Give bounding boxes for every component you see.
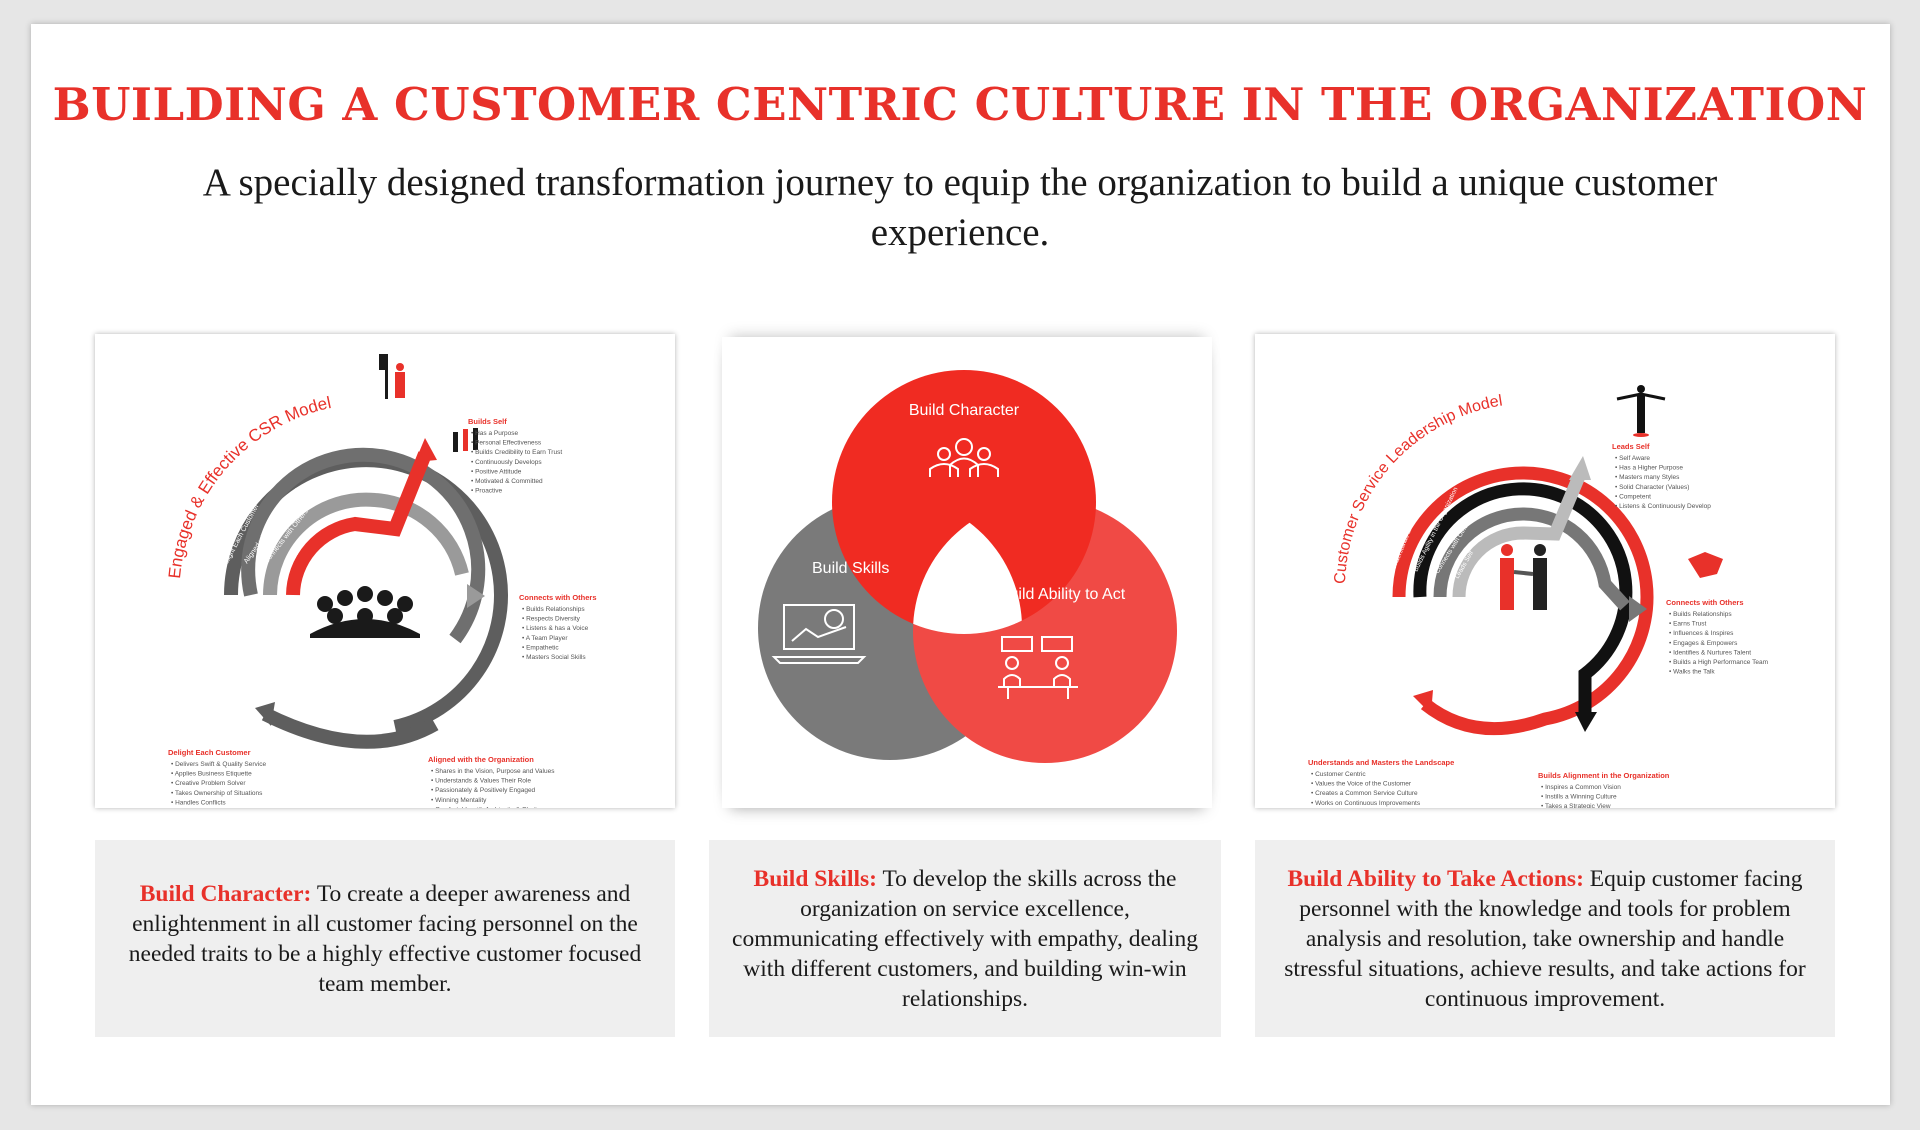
leadership-model-svg: Customer Service Leadership Model Unders…: [1308, 385, 1768, 839]
laptop-analytics-icon: [771, 604, 867, 664]
section-list-item: • Positive Attitude: [471, 468, 522, 475]
arc-connects: [263, 492, 469, 596]
venn-diagram: Build Character Build Skills Build Abili…: [722, 337, 1212, 808]
venn-label-character: Build Character: [909, 402, 1020, 419]
description-build-skills: Build Skills: To develop the skills acro…: [709, 840, 1221, 1037]
leader-arms-open-icon: [1616, 385, 1666, 437]
arrow-head-icon: [1413, 690, 1433, 714]
section-heading: Builds Self: [468, 417, 507, 426]
section-heading: Connects with Others: [1666, 598, 1744, 607]
description-heading: Build Character:: [139, 880, 312, 907]
section-list-item: • Builds a High Performance Team: [1669, 659, 1768, 666]
arrow-head-icon: [467, 584, 485, 608]
section-list-item: • Handles Conflicts: [171, 799, 226, 806]
venn-label-skills: Build Skills: [812, 560, 889, 577]
section-list-item: • Continuously Develops: [471, 459, 542, 466]
section-list-item: • Customer Centric: [1311, 771, 1366, 778]
leadership-model-diagram: Customer Service Leadership Model Unders…: [1255, 334, 1835, 839]
section-list-item: • Builds Relationships: [1669, 611, 1732, 618]
meeting-icon: [998, 636, 1078, 699]
section-list-item: • Walks the Talk: [1669, 669, 1715, 676]
section-list-item: • Builds Relationships: [522, 606, 585, 613]
section-list-item: • Shares in the Vision, Purpose and Valu…: [431, 768, 555, 775]
section-list-item: • Empathetic: [522, 644, 559, 651]
description-heading: Build Skills:: [753, 865, 877, 892]
circle-build-character: [832, 370, 1096, 634]
section-list-item: • Creates a Common Service Culture: [1311, 790, 1418, 797]
arc-leads-self: [1452, 471, 1586, 598]
section-heading: Leads Self: [1612, 442, 1650, 451]
section-list-item: • Takes a Strategic View: [1541, 803, 1611, 808]
section-list-item: • Influences & Inspires: [1669, 630, 1734, 637]
description-build-character: Build Character: To create a deeper awar…: [95, 840, 675, 1037]
section-list-item: • Values the Voice of the Customer: [1311, 781, 1412, 788]
section-list-item: • Comfortable with Ambiguity & Clarity: [431, 806, 541, 808]
page-subtitle: A specially designed transformation jour…: [202, 161, 1718, 254]
group-people-icon: [310, 586, 420, 638]
csr-model-diagram: Engaged & Effective CSR Model Delight Ea…: [95, 334, 675, 833]
network-people-icon: [453, 428, 478, 452]
section-list-item: • Inspires a Common Vision: [1541, 784, 1621, 791]
section-heading: Connects with Others: [519, 593, 597, 602]
section-list-item: • Personal Effectiveness: [471, 440, 542, 447]
section-list-item: • Identifies & Nurtures Talent: [1669, 649, 1751, 656]
section-list-item: • Creative Problem Solver: [171, 780, 246, 787]
section-list-item: • Winning Mentality: [431, 797, 487, 804]
description-text: Equip customer facing personnel with the…: [1284, 865, 1806, 1012]
arc-builds-self: [286, 451, 432, 596]
arc-connects: [1433, 507, 1630, 611]
arrow-to-delight: [261, 707, 439, 749]
section-list-item: • A Team Player: [522, 635, 568, 642]
section-list-item: • Takes Ownership of Situations: [171, 790, 263, 797]
section-list-item: • Competent: [1615, 493, 1651, 500]
page-title: BUILDING A CUSTOMER CENTRIC CULTURE IN T…: [52, 78, 1868, 131]
section-list-item: • Earns Trust: [1669, 621, 1707, 628]
venn-center: [913, 499, 1022, 634]
section-list-item: • Respects Diversity: [522, 616, 581, 623]
arrow-head-icon: [1629, 596, 1647, 622]
section-list-item: • Has a Higher Purpose: [1615, 465, 1683, 472]
section-list-item: • Listens & Continuously Develop: [1615, 503, 1711, 510]
description-text: To develop the skills across the organiz…: [732, 865, 1198, 1012]
section-list-item: • Applies Business Etiquette: [171, 771, 252, 778]
arc-landscape: [1392, 466, 1654, 736]
arrow-head-icon: [415, 438, 437, 462]
section-list-item: • Listens & has a Voice: [522, 625, 589, 632]
csr-model-svg: Engaged & Effective CSR Model Delight Ea…: [165, 354, 597, 833]
section-heading: Understands and Masters the Landscape: [1308, 758, 1454, 767]
arc-aligned: [241, 447, 486, 644]
arrow-head-icon: [1569, 456, 1591, 480]
description-heading: Build Ability to Take Actions:: [1287, 865, 1584, 892]
section-list-item: • Builds Credibility to Earn Trust: [471, 449, 562, 456]
section-list-item: • Masters Social Skills: [522, 654, 586, 661]
section-list-item: • Masters many Styles: [1615, 474, 1680, 481]
section-heading: Aligned with the Organization: [428, 755, 534, 764]
team-icon: [929, 438, 999, 477]
section-list-item: • Has a Purpose: [471, 430, 518, 437]
section-list-item: • Passionately & Positively Engaged: [431, 787, 536, 794]
section-list-item: • Works on Continuous Improvements: [1311, 800, 1421, 807]
section-list-item: • Proactive: [471, 488, 503, 495]
description-build-ability: Build Ability to Take Actions: Equip cus…: [1255, 840, 1835, 1037]
section-heading: Delight Each Customer: [168, 748, 251, 757]
section-list-item: • Self Aware: [1615, 455, 1650, 462]
venn-label-ability: Build Ability to Act: [999, 586, 1126, 603]
arrow-head-icon: [1575, 712, 1597, 732]
venn-svg: Build Character Build Skills Build Abili…: [758, 370, 1177, 763]
arrow-head-icon: [255, 702, 275, 726]
section-list-item: • Delivers Swift & Quality Service: [171, 761, 266, 768]
section-list-item: • Understands & Values Their Role: [431, 778, 531, 785]
arc-agility: [1413, 482, 1633, 714]
description-text: To create a deeper awareness and enlight…: [128, 880, 642, 997]
section-list-item: • Motivated & Committed: [471, 478, 543, 485]
section-heading: Builds Alignment in the Organization: [1538, 771, 1670, 780]
handshake-icon: [1688, 552, 1723, 578]
handshake-people-icon: [1500, 544, 1547, 610]
person-with-flag-icon: [379, 354, 405, 399]
section-list-item: • Instills a Winning Culture: [1541, 794, 1617, 801]
section-list-item: • Solid Character (Values): [1615, 484, 1689, 491]
section-list-item: • Engages & Empowers: [1669, 640, 1738, 647]
